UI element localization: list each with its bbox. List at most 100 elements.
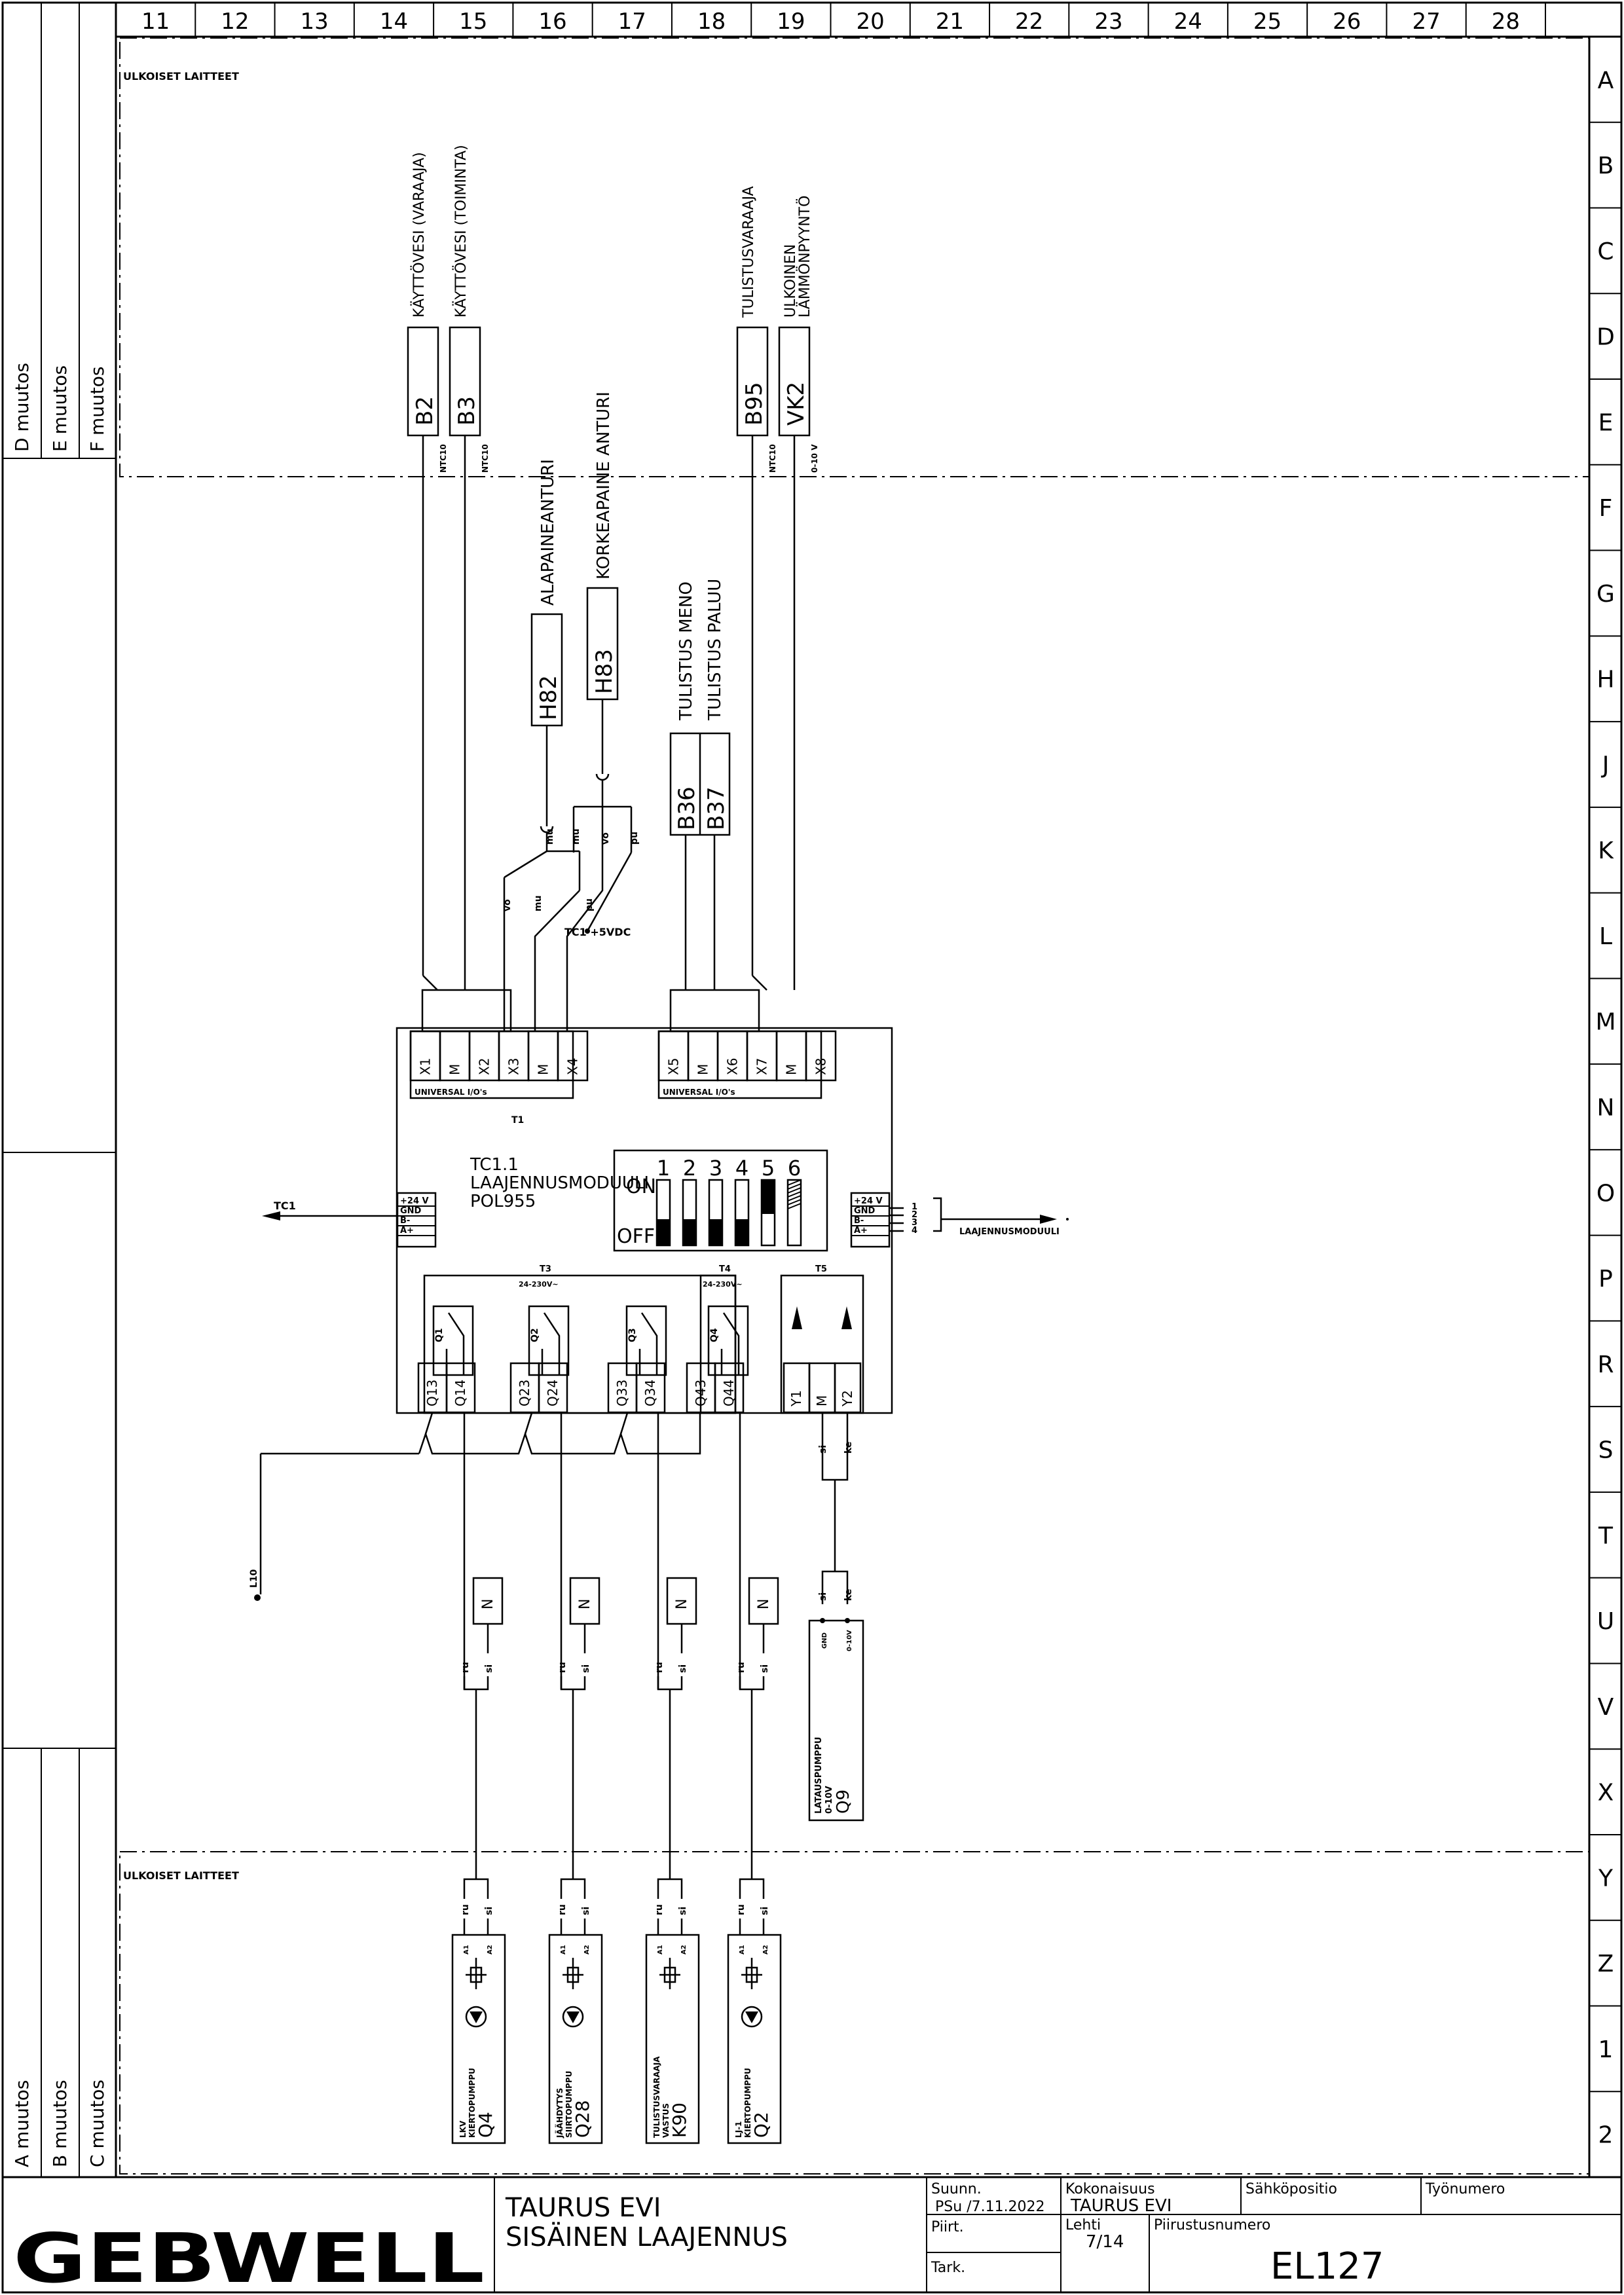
row-letter: G [1596, 581, 1615, 608]
neutral-label: N [577, 1599, 593, 1609]
lehti-label: Lehti [1065, 2217, 1101, 2233]
bus-pin-number: 3 [912, 1218, 917, 1228]
drawing-title-1: TAURUS EVI [505, 2193, 661, 2223]
sensor-b3-type: NTC10 [481, 444, 490, 473]
coil-a2: A2 [487, 1945, 494, 1955]
dip-actuator [735, 1219, 748, 1245]
kokonaisuus-label: Kokonaisuus [1065, 2181, 1155, 2197]
coil-a2: A2 [680, 1945, 688, 1955]
row-letter: A [1598, 67, 1614, 94]
sensor-b3-label: KÄYTTÖVESI (TOIMINTA) [452, 145, 470, 318]
relay-label: Q3 [627, 1328, 638, 1342]
wire-label-ru: ru [654, 1662, 665, 1673]
dip-hatch [787, 1203, 802, 1209]
suunn-label: Suunn. [931, 2181, 982, 2197]
lehti-value: 7/14 [1086, 2232, 1124, 2252]
external-devices-top-label: ULKOISET LAITTEET [123, 70, 239, 83]
sensor-b95-type: NTC10 [768, 444, 777, 473]
row-letter: C [1597, 238, 1614, 265]
wire-split [560, 1676, 586, 1691]
neutral-label: N [480, 1599, 496, 1609]
pump-symbol [562, 2006, 584, 2028]
terminal-label: X1 [418, 1058, 434, 1075]
wire-label-vo: vo [600, 832, 611, 845]
relay-terminal-label: Q14 [452, 1380, 468, 1406]
revision-c: C muutos [86, 2080, 108, 2167]
wire-label-si: si [760, 1664, 770, 1673]
dip-off-label: OFF [617, 1225, 655, 1248]
relay-terminal-label: Q43 [693, 1380, 709, 1406]
bus-connector-left [396, 1192, 437, 1248]
t3-label: T3 [540, 1264, 551, 1274]
column-number: 14 [380, 9, 408, 35]
tulistus-b36: B36 [674, 786, 700, 830]
wire-label-mu: mu [571, 828, 581, 845]
device-wire-ru: ru [654, 1904, 665, 1915]
row-letter: H [1596, 667, 1614, 693]
row-letter: J [1601, 752, 1610, 779]
row-letter: O [1596, 1180, 1615, 1207]
wire-label-ru: ru [557, 1662, 568, 1673]
relay-frame [528, 1305, 570, 1376]
relay-contact [638, 1312, 658, 1375]
dip-number: 5 [762, 1156, 775, 1181]
row-letter: V [1598, 1694, 1614, 1721]
relay-label: Q1 [434, 1328, 445, 1342]
coil-a1: A1 [560, 1945, 567, 1955]
bus-pin-label: +24 V [854, 1196, 883, 1206]
bus-pin-label: B- [400, 1216, 410, 1226]
module-pol955 [396, 1027, 893, 1414]
row-letter: S [1598, 1437, 1614, 1464]
tulistus-label1: TULISTUS MENO [676, 581, 696, 721]
device-wire-split [739, 1878, 765, 1899]
neutral-label: N [674, 1599, 690, 1609]
piirustusnumero-label: Piirustusnumero [1154, 2217, 1270, 2233]
terminal-label: X5 [666, 1058, 682, 1075]
module-title-1: TC1.1 [470, 1155, 519, 1175]
coil-a2: A2 [583, 1945, 591, 1955]
dip-actuator [709, 1219, 722, 1245]
device-wire-si: si [484, 1907, 494, 1915]
column-number: 27 [1412, 9, 1440, 35]
pressure-h83-id: H83 [591, 649, 618, 694]
terminal-label: X7 [754, 1058, 770, 1075]
tark-label: Tark. [931, 2260, 965, 2276]
terminal-label: X6 [725, 1058, 741, 1075]
device-wire-si: si [678, 1907, 688, 1915]
device-label2: KIERTOPUMPPU [743, 2068, 752, 2138]
coil-a1: A1 [463, 1945, 470, 1955]
bus-pin-label: B- [854, 1216, 864, 1226]
device-label2: SIIRTOPUMPPU [564, 2071, 574, 2138]
column-number: 18 [697, 9, 726, 35]
relay-frame [625, 1305, 667, 1376]
relay-terminal-label: Q34 [642, 1380, 658, 1406]
dip-actuator [683, 1219, 696, 1245]
revision-d: D muutos [11, 363, 33, 452]
sensor-b2-id: B2 [412, 396, 438, 426]
bus-pin-label: +24 V [400, 1196, 429, 1206]
wire-label-si: si [484, 1664, 494, 1673]
universal-io-right: UNIVERSAL I/O's [663, 1088, 735, 1097]
revision-a: A muutos [11, 2080, 33, 2167]
sensor-b2-type: NTC10 [439, 444, 448, 473]
revision-f: F muutos [86, 367, 108, 452]
row-letter: F [1599, 495, 1613, 522]
row-letter: Z [1598, 1951, 1614, 1977]
dip-actuator [657, 1219, 670, 1245]
universal-io-left: UNIVERSAL I/O's [415, 1088, 487, 1097]
terminal-label: M [536, 1064, 551, 1075]
relay-terminal-label: Q44 [721, 1380, 737, 1406]
row-letter: P [1598, 1266, 1613, 1293]
device-box [548, 1934, 603, 2144]
relay-terminal-label: Q24 [545, 1380, 561, 1406]
device-label2: KIERTOPUMPPU [468, 2068, 477, 2138]
column-number: 15 [459, 9, 487, 35]
sahkopositio-label: Sähköpositio [1246, 2181, 1337, 2197]
t4-voltage: 24-230V~ [703, 1280, 743, 1289]
